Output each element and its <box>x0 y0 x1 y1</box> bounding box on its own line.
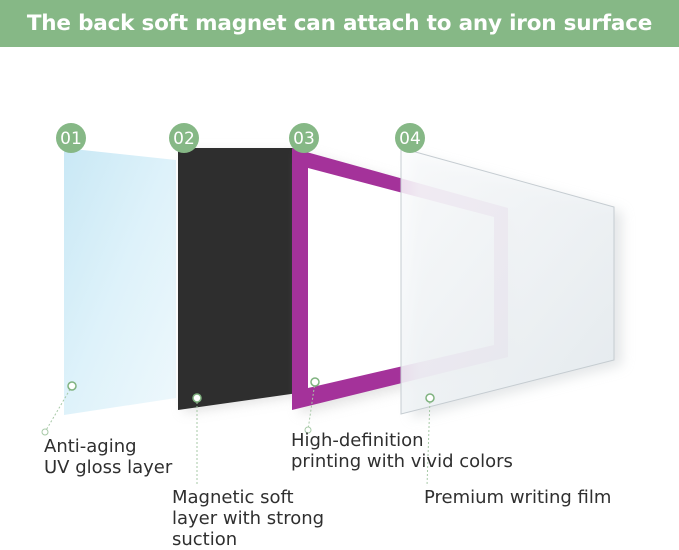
leader-dot-icon <box>425 393 435 403</box>
label-line: High-definition <box>291 430 424 451</box>
label-magnetic: Magnetic soft layer with strong suction <box>172 487 324 550</box>
layer-uv-gloss <box>64 148 176 415</box>
label-line: layer with strong <box>172 508 325 529</box>
number-circle-icon <box>169 123 199 153</box>
label-printing: High-definition printing with vivid colo… <box>291 430 513 472</box>
layer-magnetic <box>178 148 298 412</box>
badge-03-label: 03 <box>293 129 315 149</box>
header-banner: The back soft magnet can attach to any i… <box>0 0 679 47</box>
number-circle-icon <box>56 123 86 153</box>
label-uv-gloss: Anti-aging UV gloss layer <box>44 436 172 478</box>
leader-dot-icon <box>41 428 49 436</box>
badge-02-label: 02 <box>173 129 195 149</box>
banner-title: The back soft magnet can attach to any i… <box>26 11 653 36</box>
leader-lines <box>44 381 431 487</box>
number-badges: 01 02 03 04 <box>56 123 425 153</box>
label-line: printing with vivid colors <box>291 451 513 472</box>
leader-dots <box>41 377 435 436</box>
leader-dot-icon <box>304 426 312 434</box>
number-circle-icon <box>289 123 319 153</box>
leader-dot-icon <box>310 377 320 387</box>
leader-dot-icon <box>67 381 77 391</box>
label-writing-film: Premium writing film <box>424 487 611 508</box>
label-line: Anti-aging <box>44 436 137 457</box>
label-line: UV gloss layer <box>44 457 173 478</box>
badge-02: 02 <box>169 123 199 153</box>
layer-writing-film <box>400 147 622 418</box>
badge-01: 01 <box>56 123 86 153</box>
badge-04: 04 <box>395 123 425 153</box>
badge-01-label: 01 <box>60 129 82 149</box>
badge-04-label: 04 <box>399 129 421 149</box>
label-line: suction <box>172 529 238 550</box>
badge-03: 03 <box>289 123 319 153</box>
label-line: Premium writing film <box>424 487 612 508</box>
leader-dot-icon <box>192 393 202 403</box>
number-circle-icon <box>395 123 425 153</box>
label-line: Magnetic soft <box>172 487 294 508</box>
